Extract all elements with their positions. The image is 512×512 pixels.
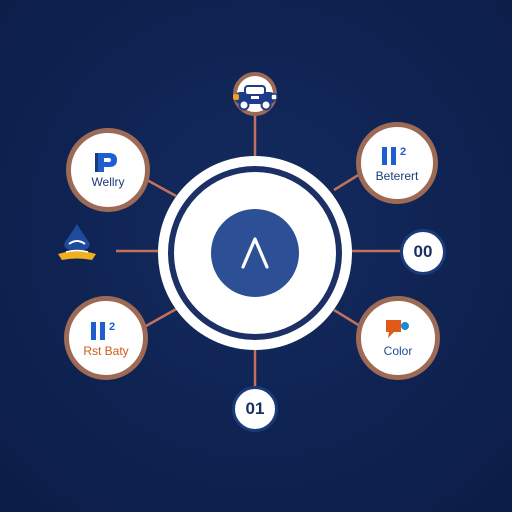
connector-bottom-left xyxy=(145,306,179,328)
node-label-beterert: Beterert xyxy=(375,169,419,183)
node-label-wellry: Wellry xyxy=(91,175,125,189)
node-label-color: Color xyxy=(383,344,413,358)
svg-text:2: 2 xyxy=(400,146,406,158)
node-beterert[interactable]: 2 Beterert xyxy=(356,122,438,204)
water-drop-ship-icon[interactable] xyxy=(52,222,102,266)
connector-bottom-right xyxy=(333,308,361,328)
ii-squared-icon: 2 xyxy=(382,146,406,165)
badge-01[interactable]: 01 xyxy=(232,386,278,432)
badge-00-text: 00 xyxy=(413,242,433,261)
connector-top-right xyxy=(333,172,361,192)
vehicle-icon xyxy=(233,85,278,111)
letter-a-icon xyxy=(241,237,269,269)
node-label-rst-baty: Rst Baty xyxy=(83,344,129,358)
ii-squared-icon: 2 xyxy=(91,321,115,340)
node-rst-baty[interactable]: 2 Rst Baty xyxy=(64,296,148,380)
node-wellry[interactable]: Wellry xyxy=(66,128,150,212)
connector-top-left xyxy=(146,178,177,198)
node-color[interactable]: Color xyxy=(356,296,440,380)
chat-bubble-icon xyxy=(386,320,409,338)
node-top[interactable] xyxy=(233,72,278,116)
hub-core[interactable]: A xyxy=(211,209,299,297)
svg-text:2: 2 xyxy=(109,321,115,333)
p-logo-icon xyxy=(95,153,117,172)
badge-01-text: 01 xyxy=(245,399,265,418)
badge-00[interactable]: 00 xyxy=(400,229,446,275)
